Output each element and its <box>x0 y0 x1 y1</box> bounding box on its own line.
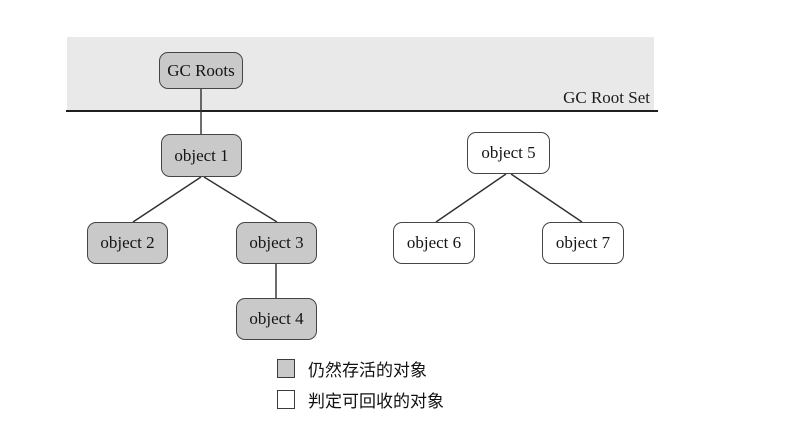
node-object-6: object 6 <box>393 222 475 264</box>
node-gc-roots: GC Roots <box>159 52 243 89</box>
reclaimable-swatch <box>277 390 295 409</box>
legend-item-reclaimable: 判定可回收的对象 <box>277 387 444 412</box>
legend-label-alive: 仍然存活的对象 <box>308 361 427 380</box>
edge-object1-object2 <box>132 176 202 223</box>
edge-object1-object3 <box>203 176 278 223</box>
legend-item-alive: 仍然存活的对象 <box>277 356 444 381</box>
gc-root-set-divider-line <box>66 110 658 112</box>
node-object-1: object 1 <box>161 134 242 177</box>
node-object-7: object 7 <box>542 222 624 264</box>
legend: 仍然存活的对象 判定可回收的对象 <box>277 356 444 412</box>
gc-root-set-label: GC Root Set <box>563 88 650 107</box>
node-object-2: object 2 <box>87 222 168 264</box>
legend-label-reclaimable: 判定可回收的对象 <box>308 392 444 411</box>
node-object-3: object 3 <box>236 222 317 264</box>
edge-object5-object7 <box>510 173 583 223</box>
edge-object5-object6 <box>435 173 507 223</box>
alive-swatch <box>277 359 295 378</box>
node-object-5: object 5 <box>467 132 550 174</box>
node-object-4: object 4 <box>236 298 317 340</box>
